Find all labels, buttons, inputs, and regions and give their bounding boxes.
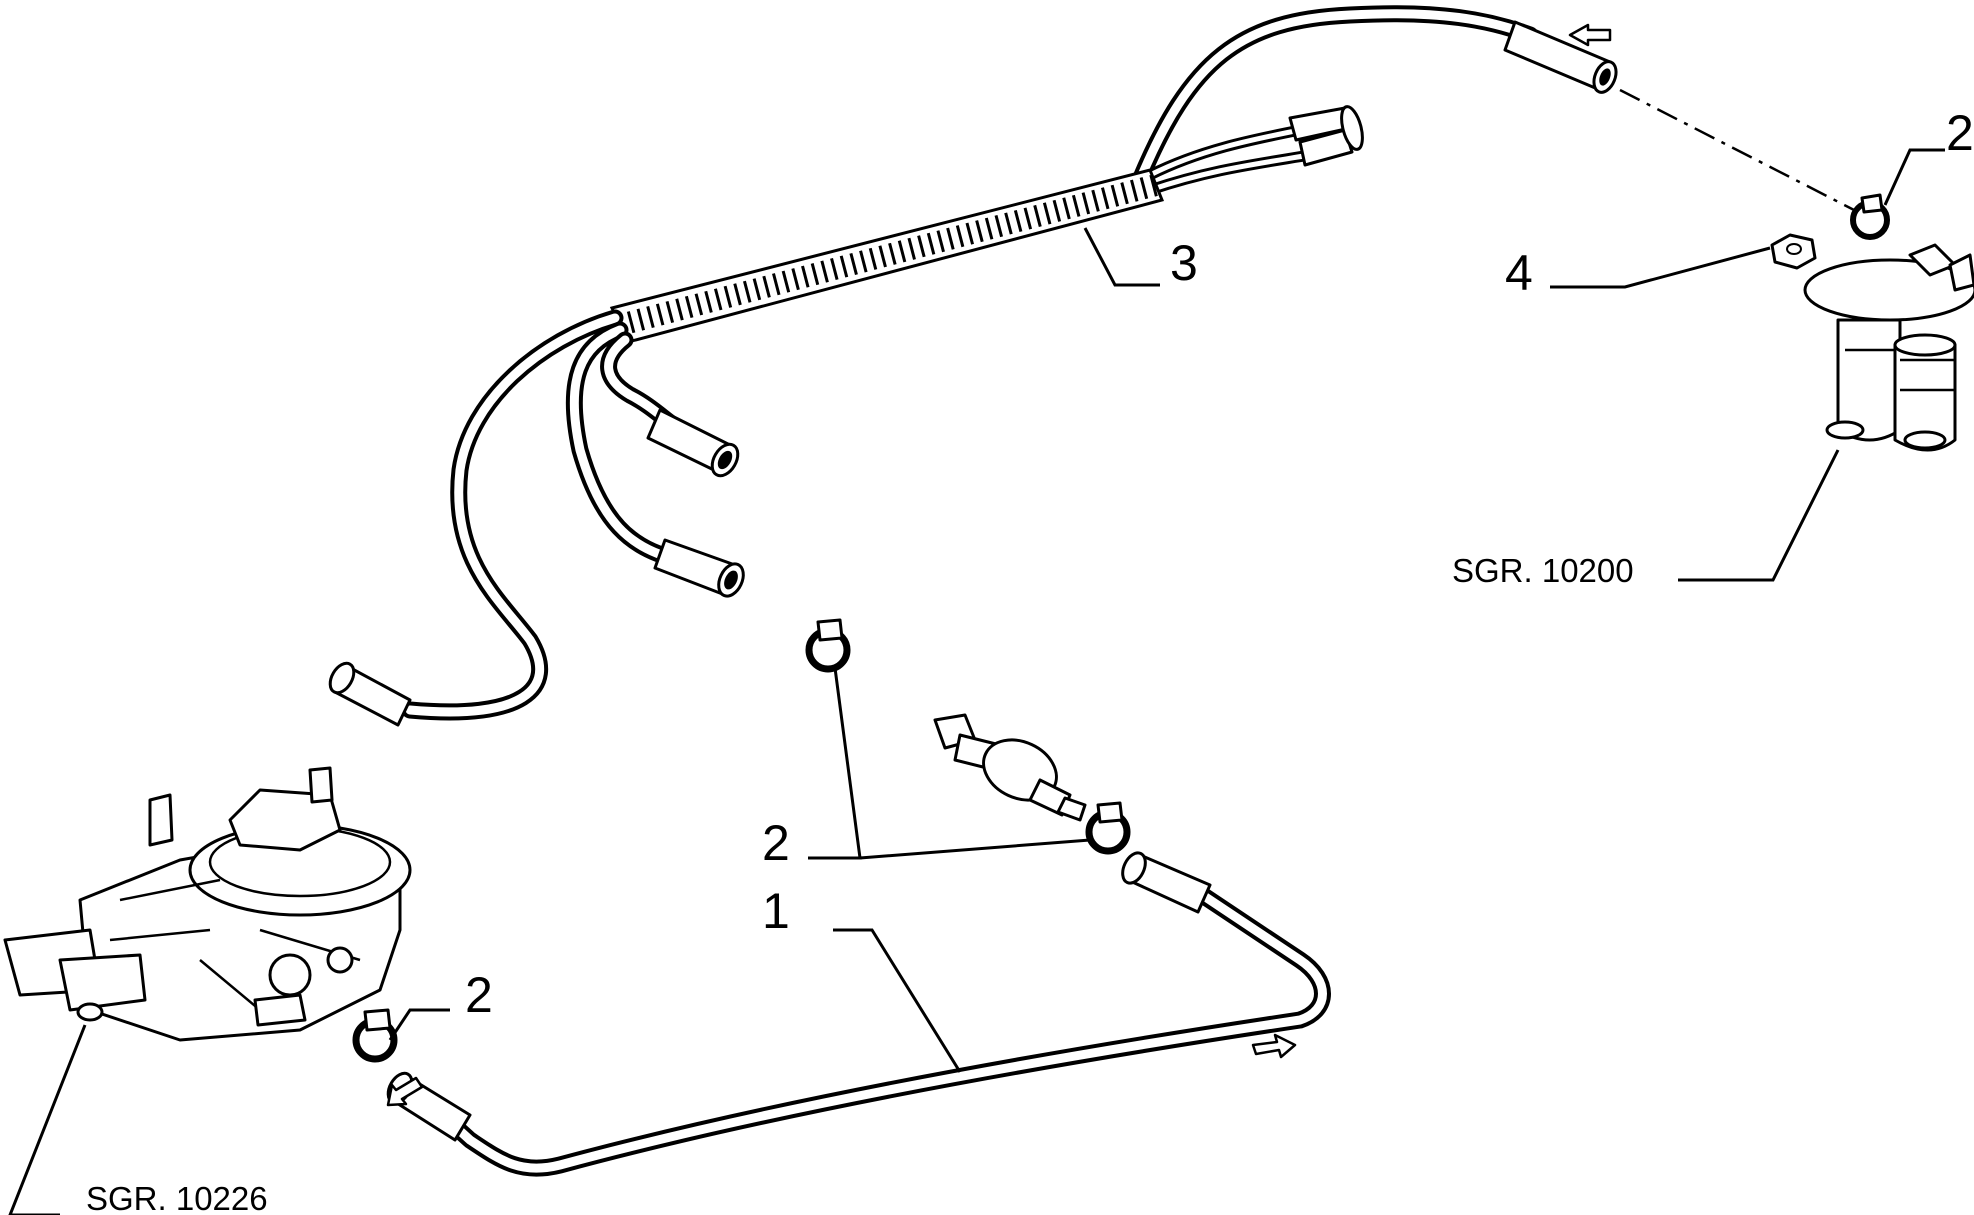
callout-4: 4 [1505, 245, 1533, 301]
fuel-filter [933, 713, 1087, 822]
leader-item-3 [1083, 227, 1160, 287]
clamp-center-lower [1085, 801, 1131, 855]
leader-sgr-10226 [8, 1024, 87, 1215]
clamp-top-right [1850, 193, 1890, 240]
alignment-dashed-line [1619, 88, 1859, 214]
reference-sgr-10200: SGR. 10200 [1452, 552, 1634, 589]
leader-item-1 [833, 928, 962, 1073]
hose-assembly-part-3 [328, 5, 1618, 727]
callout-2-bottom: 2 [465, 967, 493, 1023]
callout-3: 3 [1170, 235, 1198, 291]
leader-item-2-bottom [388, 1008, 450, 1041]
nut-part-4 [1770, 233, 1817, 270]
clamp-bottom [352, 1008, 398, 1063]
leader-item-4 [1550, 246, 1771, 289]
reference-sgr-10226: SGR. 10226 [86, 1180, 268, 1215]
throttle-body-injection-unit [3, 766, 412, 1042]
leader-sgr-10200 [1678, 449, 1840, 582]
fuel-pipe-part-1 [386, 851, 1331, 1177]
flow-arrow-top [1568, 23, 1612, 47]
fuel-pump-unit [1803, 243, 1974, 452]
callout-2-center: 2 [762, 815, 790, 871]
callout-1: 1 [762, 883, 790, 939]
leader-item-2-center [808, 667, 1091, 860]
flow-arrow-right [1251, 1033, 1297, 1059]
flow-arrow-left [386, 1076, 424, 1107]
leader-item-2-top-right [1883, 148, 1945, 206]
clamp-center-upper [805, 618, 851, 673]
callout-2-top-right: 2 [1946, 105, 1974, 161]
